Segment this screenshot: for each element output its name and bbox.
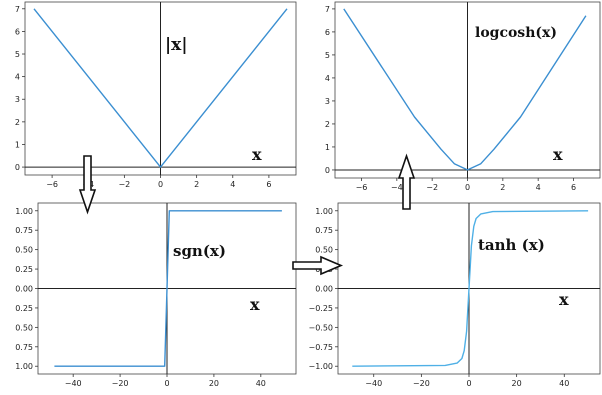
abs-x-tick-label: −2 [118, 180, 130, 189]
sgn-x-tick-label: −20 [112, 379, 129, 388]
sgn-y-tick-label: 0.00 [15, 285, 33, 294]
arrow-up-tanh-to-logcosh [397, 153, 416, 210]
tanh-y-tick-label: 0.50 [315, 246, 333, 255]
sgn-x-tick-label: 0 [164, 379, 169, 388]
abs-x-tick-label: −6 [46, 180, 58, 189]
logcosh-series-line [343, 8, 587, 171]
tanh-y-tick-label: 0.75 [315, 226, 333, 235]
logcosh-x-tick-label: 0 [465, 183, 470, 192]
abs-x-tick-label: 2 [194, 180, 199, 189]
logcosh-y-tick-label: 1 [325, 143, 330, 152]
logcosh-x-tick-label: −4 [391, 183, 403, 192]
tanh-y-tick-label: 0.00 [315, 285, 333, 294]
sgn-x-variable-label: x [250, 295, 260, 314]
sgn-x-tick-label: −40 [65, 379, 82, 388]
sgn-y-tick-label: 0.25 [15, 304, 33, 313]
tanh-y-tick-label: −0.25 [308, 304, 333, 313]
logcosh-x-tick-label: −2 [426, 183, 438, 192]
logcosh-y-tick-label: 2 [325, 120, 330, 129]
sgn-plot-panel: −40 −20 0 20 40 1.00 0.75 0.50 0.25 0.00 0.25 0.50 0… [15, 202, 297, 388]
logcosh-x-tick-label: 6 [571, 183, 576, 192]
sgn-function-label: sgn(x) [173, 242, 226, 260]
sgn-y-tick-label: 0.75 [15, 343, 33, 352]
tanh-function-label: tanh (x) [478, 236, 545, 254]
logcosh-y-tick-label: 4 [325, 74, 330, 83]
sgn-y-tick-label: 0.75 [15, 226, 33, 235]
tanh-x-tick-label: −40 [365, 379, 382, 388]
sgn-x-tick-label: 40 [256, 379, 266, 388]
arrow-right-sgn-to-tanh [292, 255, 344, 276]
abs-y-tick-label: 6 [15, 27, 20, 36]
abs-function-label: |x| [165, 35, 188, 55]
sgn-y-tick-label: 0.25 [15, 265, 33, 274]
logcosh-y-tick-label: 5 [325, 51, 330, 60]
tanh-x-tick-label: −20 [413, 379, 430, 388]
tanh-x-variable-label: x [559, 290, 569, 309]
logcosh-x-tick-label: −6 [356, 183, 368, 192]
sgn-y-tick-label: 1.00 [15, 207, 33, 216]
tanh-y-tick-label: −0.50 [308, 323, 333, 332]
tanh-x-tick-label: 40 [559, 379, 569, 388]
logcosh-y-tick-label: 3 [325, 97, 330, 106]
tanh-series-line [352, 210, 589, 367]
logcosh-function-label: logcosh(x) [475, 25, 557, 41]
logcosh-x-variable-label: x [553, 145, 563, 164]
logcosh-y-tick-label: 7 [325, 5, 330, 14]
abs-y-tick-label: 0 [15, 163, 20, 172]
sgn-y-tick-label: 0.50 [15, 246, 33, 255]
tanh-x-tick-label: 20 [512, 379, 522, 388]
sgn-x-tick-label: 20 [209, 379, 219, 388]
arrow-down-abs-to-sgn [78, 155, 97, 215]
sgn-y-tick-label: 0.50 [15, 323, 33, 332]
abs-y-tick-label: 4 [15, 73, 20, 82]
abs-series-line [33, 8, 288, 168]
logcosh-x-tick-label: 4 [536, 183, 541, 192]
tanh-y-tick-label: 1.00 [315, 207, 333, 216]
abs-y-tick-label: 7 [15, 5, 20, 14]
logcosh-x-tick-label: 2 [500, 183, 505, 192]
abs-y-tick-label: 1 [15, 140, 20, 149]
abs-x-tick-label: 4 [230, 180, 235, 189]
tanh-y-tick-label: −0.75 [308, 343, 333, 352]
logcosh-y-tick-label: 6 [325, 28, 330, 37]
logcosh-plot-panel: −6 −4 −2 0 2 4 6 0 1 2 3 4 5 6 7 logcosh(x) x [325, 1, 601, 192]
sgn-y-tick-label: 1.00 [15, 362, 33, 371]
tanh-y-tick-label: −1.00 [308, 362, 333, 371]
abs-x-tick-label: 0 [158, 180, 163, 189]
logcosh-y-tick-label: 0 [325, 166, 330, 175]
tanh-x-tick-label: 0 [466, 379, 471, 388]
tanh-plot-panel: −40−20020401.000.750.500.250.00−0.25−0.5… [308, 202, 601, 388]
abs-y-tick-label: 5 [15, 50, 20, 59]
abs-y-tick-label: 3 [15, 95, 20, 104]
abs-y-tick-label: 2 [15, 118, 20, 127]
sgn-series-line [54, 210, 282, 367]
abs-x-variable-label: x [252, 145, 262, 164]
abs-x-tick-label: 6 [266, 180, 271, 189]
